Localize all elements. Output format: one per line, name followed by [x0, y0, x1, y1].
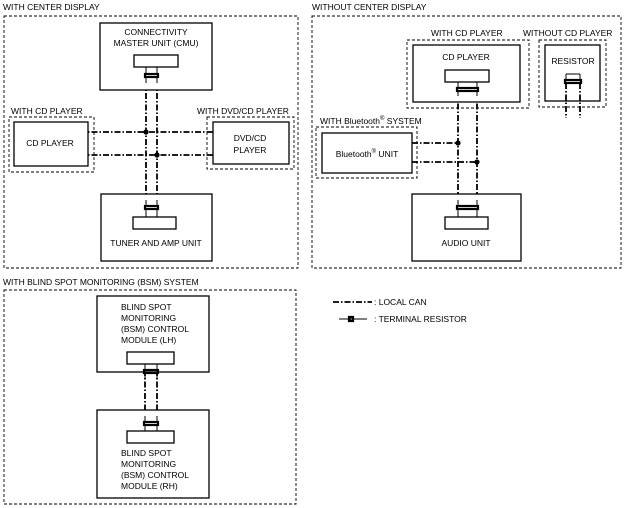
bsm-rh-label-line3: (BSM) CONTROL	[121, 470, 189, 480]
bluetooth-unit: Bluetooth® UNIT	[321, 132, 413, 174]
cd-player-connector	[444, 69, 490, 83]
cd-player-left-label: CD PLAYER	[26, 138, 74, 148]
cd-player-right-label: CD PLAYER	[442, 52, 490, 62]
terminal-resistor-legend-icon	[339, 315, 367, 323]
section-title-with-center-display: WITH CENTER DISPLAY	[3, 2, 100, 12]
junction-dot	[474, 159, 480, 165]
audio-unit-label: AUDIO UNIT	[441, 238, 490, 248]
terminal-resistor-icon	[142, 416, 160, 431]
dvd-label-line1: DVD/CD	[234, 133, 267, 143]
legend-local-can-label: : LOCAL CAN	[374, 297, 427, 307]
junction-dot	[154, 152, 160, 158]
bsm-rh-label-line1: BLIND SPOT	[121, 448, 172, 458]
section-frame-center-display	[3, 15, 299, 269]
bsm-lh-label-line1: BLIND SPOT	[121, 302, 172, 312]
resistor-unit: RESISTOR	[544, 44, 601, 118]
bsm-lh-connector	[126, 351, 175, 365]
cmu-label-line1: CONNECTIVITY	[124, 27, 188, 37]
bsm-rh-module: BLIND SPOT MONITORING (BSM) CONTROL MODU…	[96, 409, 210, 499]
bluetooth-unit-label: Bluetooth® UNIT	[336, 148, 399, 159]
audio-connector	[444, 216, 489, 230]
bsm-rh-label-line2: MONITORING	[121, 459, 176, 469]
cmu-unit: CONNECTIVITY MASTER UNIT (CMU)	[99, 22, 213, 91]
tuner-label: TUNER AND AMP UNIT	[110, 238, 201, 248]
option-label-with-cd-player-right: WITH CD PLAYER	[431, 28, 503, 38]
option-label-without-cd-player: WITHOUT CD PLAYER	[523, 28, 612, 38]
bsm-rh-label-line4: MODULE (RH)	[121, 481, 178, 491]
option-frame-cd-player-right	[406, 39, 530, 109]
terminal-resistor-icon	[143, 200, 160, 217]
bsm-lh-module: BLIND SPOT MONITORING (BSM) CONTROL MODU…	[96, 295, 210, 379]
option-label-with-dvd-cd-player: WITH DVD/CD PLAYER	[197, 106, 289, 116]
cd-player-right-unit: CD PLAYER	[412, 44, 521, 103]
legend: : LOCAL CAN : TERMINAL RESISTOR	[333, 297, 467, 324]
terminal-resistor-icon	[455, 82, 480, 96]
resistor-label: RESISTOR	[551, 56, 594, 66]
bsm-lh-label-line4: MODULE (LH)	[121, 335, 176, 345]
terminal-resistor-icon	[143, 67, 160, 83]
audio-unit: AUDIO UNIT	[411, 193, 522, 262]
junction-dot	[143, 129, 149, 135]
terminal-resistor-icon	[563, 73, 583, 118]
section-title-bsm: WITH BLIND SPOT MONITORING (BSM) SYSTEM	[3, 277, 199, 287]
dvd-label-line2: PLAYER	[234, 145, 267, 155]
can-wiring-without-center-display	[412, 92, 478, 208]
option-frame-bluetooth	[315, 126, 418, 179]
junction-dot	[455, 140, 461, 146]
option-frame-resistor	[538, 39, 607, 108]
option-frame-cd-player	[8, 116, 95, 173]
tuner-connector	[132, 216, 177, 230]
section-frame-bsm	[3, 289, 297, 505]
terminal-resistor-icon	[455, 200, 480, 217]
tuner-amp-unit: TUNER AND AMP UNIT	[100, 193, 213, 262]
option-label-with-cd-player: WITH CD PLAYER	[11, 106, 83, 116]
section-frame-without-center-display	[311, 15, 622, 269]
cmu-connector	[133, 54, 179, 68]
section-title-without-center-display: WITHOUT CENTER DISPLAY	[312, 2, 427, 12]
terminal-resistor-icon	[142, 364, 160, 379]
bsm-lh-label-line3: (BSM) CONTROL	[121, 324, 189, 334]
dvd-cd-player-unit: DVD/CD PLAYER	[212, 121, 290, 165]
bsm-lh-label-line2: MONITORING	[121, 313, 176, 323]
option-frame-dvd-cd-player	[206, 116, 295, 170]
bsm-rh-connector	[126, 430, 175, 444]
cd-player-left-unit: CD PLAYER	[13, 121, 89, 167]
option-label-with-bluetooth: WITH Bluetooth® SYSTEM	[320, 115, 422, 126]
legend-terminal-resistor-label: : TERMINAL RESISTOR	[374, 314, 467, 324]
cmu-label-line2: MASTER UNIT (CMU)	[114, 38, 199, 48]
